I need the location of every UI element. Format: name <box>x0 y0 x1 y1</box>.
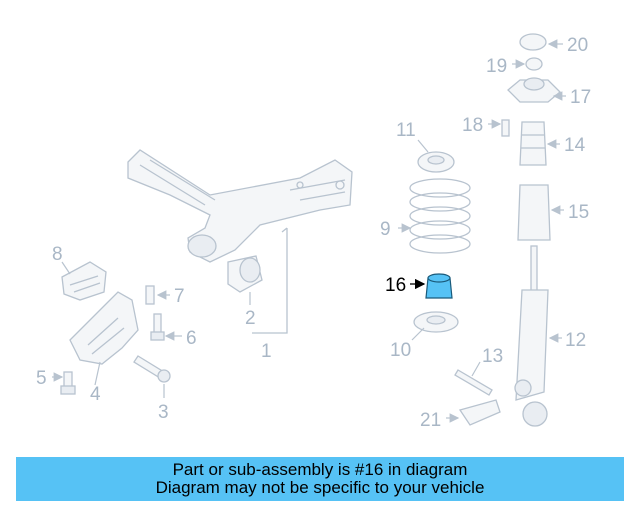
callout-8: 8 <box>52 244 63 265</box>
callout-1: 1 <box>261 341 272 362</box>
callout-21: 21 <box>420 410 441 431</box>
part-16-highlighted <box>410 273 453 299</box>
part-4-shield <box>69 291 139 386</box>
part-7-bolt <box>145 285 170 305</box>
part-5-bolt <box>52 371 76 395</box>
callout-14: 14 <box>564 135 586 156</box>
callout-20: 20 <box>567 35 588 56</box>
callout-4: 4 <box>90 384 101 405</box>
callout-6: 6 <box>186 328 197 349</box>
banner-line-2: Diagram may not be specific to your vehi… <box>155 478 485 497</box>
part-15-boot <box>517 184 564 241</box>
callout-18: 18 <box>462 115 483 136</box>
part-8-bracket <box>61 261 107 301</box>
callout-3: 3 <box>158 402 169 423</box>
callout-2: 2 <box>245 308 256 329</box>
callout-15: 15 <box>568 202 589 223</box>
part-19-nut <box>512 57 543 71</box>
callout-5: 5 <box>36 368 47 389</box>
part-11-spring-seat <box>417 139 455 173</box>
part-10-lower-seat <box>411 311 459 341</box>
callout-19: 19 <box>486 56 507 77</box>
part-2-bushing <box>227 255 263 305</box>
banner-line-1: Part or sub-assembly is #16 in diagram <box>172 460 468 479</box>
part-14-bump-stop <box>519 121 560 166</box>
callout-16: 16 <box>385 275 406 296</box>
callout-10: 10 <box>390 340 411 361</box>
part-13-bolt <box>454 361 493 396</box>
part-20-cap <box>519 33 563 51</box>
part-12-shock <box>514 245 562 427</box>
callout-17: 17 <box>570 87 591 108</box>
part-17-mount <box>507 77 566 103</box>
part-9-coil-spring <box>398 178 471 254</box>
part-18-bolt <box>488 119 510 137</box>
info-banner: Part or sub-assembly is #16 in diagram D… <box>16 457 624 501</box>
callout-11: 11 <box>396 120 416 141</box>
part-1-axle-beam <box>127 149 353 334</box>
callout-12: 12 <box>565 330 586 351</box>
callout-13: 13 <box>482 346 503 367</box>
part-6-bolt <box>150 313 182 341</box>
parts-diagram: 1 2 3 4 5 6 7 8 9 10 11 12 13 14 15 16 1… <box>36 33 591 431</box>
callout-9: 9 <box>380 219 391 240</box>
part-21-bracket <box>446 399 501 426</box>
part-3-long-bolt <box>133 355 171 398</box>
callout-7: 7 <box>174 286 185 307</box>
